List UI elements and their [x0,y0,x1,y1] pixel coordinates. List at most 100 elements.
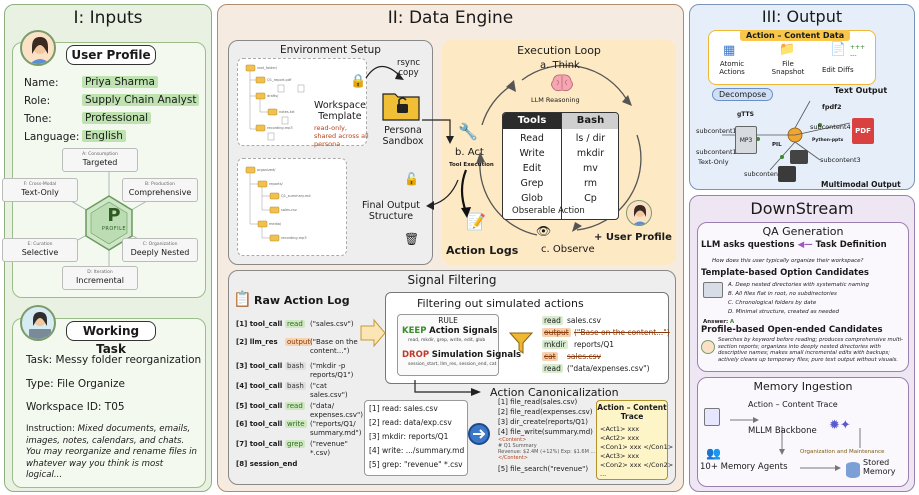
filter-to-canon-arrow [414,380,481,396]
diff-minus: --- [850,52,857,59]
open-avatar [701,340,715,354]
canon-left-item: [4] write: .../summary.md [369,446,465,455]
sub4-label: subcontent4 [810,123,851,131]
org-label: Organization and Maintenance [800,449,885,455]
raw-log-id: [5] tool_call [236,402,283,410]
pil-label: PIL [772,142,782,148]
raw-log-tag: write [285,420,307,428]
tool-item: Write [519,148,545,159]
bash-header: Bash [561,113,618,129]
keep-word: KEEP [402,326,427,336]
tool-icon: 🔧 [458,122,478,141]
template-icon [703,282,723,298]
snapshot-label: File Snapshot [771,60,805,76]
canon-content-line2: Revenue: $2.4M (+12%) Exp: $1.6M ... [498,449,596,455]
svg-text:recording.mp3: recording.mp3 [281,236,307,240]
trace-row: <Act1> xxx [600,425,640,433]
filtered-tag: mkdir [542,340,568,349]
trace-row: <Act2> xxx [600,434,640,442]
filtered-tag: cat [542,352,558,361]
svg-text:Q1_report.pdf: Q1_report.pdf [267,78,292,82]
keep-sub: read, mkdir, grep, write, edit, glob [408,338,486,343]
engine-title: II: Data Engine [387,8,514,28]
qa-panel [697,222,909,372]
profile-field-key: Language: [24,131,80,143]
diffs-label: Edit Diffs [822,66,854,74]
filtered-arg: sales.csv [567,352,601,361]
mllm-label: MLLM Backbone [748,426,817,436]
qa-title: QA Generation [762,225,844,238]
radar-center-letter: P [107,205,121,226]
raw-log-id: [4] tool_call [236,382,283,390]
drop-rest: Simulation Signals [431,350,522,360]
output-title: III: Output [761,7,843,26]
image-icon [778,166,796,182]
type-line: Type: File Organize [26,378,125,390]
raw-log-tag: read [285,402,305,410]
trace-row: <Act3> xxx [600,452,640,460]
env-setup-title: Environment Setup [280,44,381,56]
bash-item: mv [583,163,598,174]
profile-field-value: Supply Chain Analyst [82,94,200,106]
canon-left-item: [3] mkdir: reports/Q1 [369,432,449,441]
loop-user-profile-label: + User Profile [594,232,672,243]
mllm-logos: ✹✦ [829,418,851,433]
tool-item: Read [520,133,544,144]
radar-node-value: Selective [21,248,59,257]
canon-right-item: [3] dir_create(reports/Q1) [498,418,588,426]
fpdf-label: fpdf2 [822,103,842,111]
filter-title: Filtering out simulated actions [417,297,584,310]
action-logs-label: Action Logs [446,244,519,257]
text-only-label: Text-Only [698,158,729,166]
raw-log-arg: ("reports/Q1/ summary.md") [310,420,362,437]
drop-sub: session_start, llm_res, session_end, cat [408,362,497,367]
working-task-panel [12,318,206,488]
svg-text:recording.mp3: recording.mp3 [267,126,293,130]
svg-text:sales.csv: sales.csv [281,208,297,212]
svg-text:notes.txt: notes.txt [279,110,295,114]
filtered-arg: reports/Q1 [574,340,615,349]
open-title: Profile-based Open-ended Candidates [701,325,883,335]
radar-node-head: B: Production [145,182,175,187]
workspace-template-label: Workspace Template [314,100,366,122]
svg-text:reports/: reports/ [269,182,284,186]
filtered-arg: sales.csv [567,316,601,325]
raw-log-title: Raw Action Log [254,294,350,307]
bash-item: rm [584,178,597,189]
task-line: Task: Messy folder reorganization [26,354,202,366]
llm-reasoning-label: LLM Reasoning [531,96,580,104]
mem-arrows [730,417,861,471]
canon-content-tag: <Content> [498,437,527,443]
signal-filtering-title: Signal Filtering [407,273,497,287]
profile-field-value: Priya Sharma [82,76,158,88]
filter-arrow-in [360,318,386,348]
drop-line: DROP Simulation Signals [402,350,521,360]
trace-box [596,400,668,480]
trace-row: <Con2> xxx </Con2> [600,461,674,469]
pdf-icon: PDF [852,118,874,144]
keep-rest: Action Signals [429,326,498,336]
filtered-arg: ("data/expenses.csv") [567,364,650,373]
final-output-card: organized/reports/Q1_summary.md sales.cs… [237,158,347,256]
canon-hub-icon [468,423,490,445]
rule-box [397,314,499,376]
diff-icon: 📄 [830,42,847,57]
instruction-text: Mixed documents, emails, images, notes, … [26,424,197,480]
template-title: Template-based Option Candidates [701,268,869,278]
inputs-title: I: Inputs [73,8,143,28]
svg-text:media/: media/ [269,222,282,226]
raw-log-tag: grep [285,440,305,448]
raw-log-id: [1] tool_call [236,320,283,328]
svg-text:organized/: organized/ [257,168,276,172]
raw-log-arg: ("cat sales.csv") [310,382,348,399]
persona-sandbox-icon [381,86,421,122]
raw-log-id: [7] tool_call [236,440,283,448]
radar-node-head: F: Cross-Modal [23,182,57,187]
action-logs-icon: 📝 [466,212,486,231]
atomic-icon: ▦ [723,43,736,58]
